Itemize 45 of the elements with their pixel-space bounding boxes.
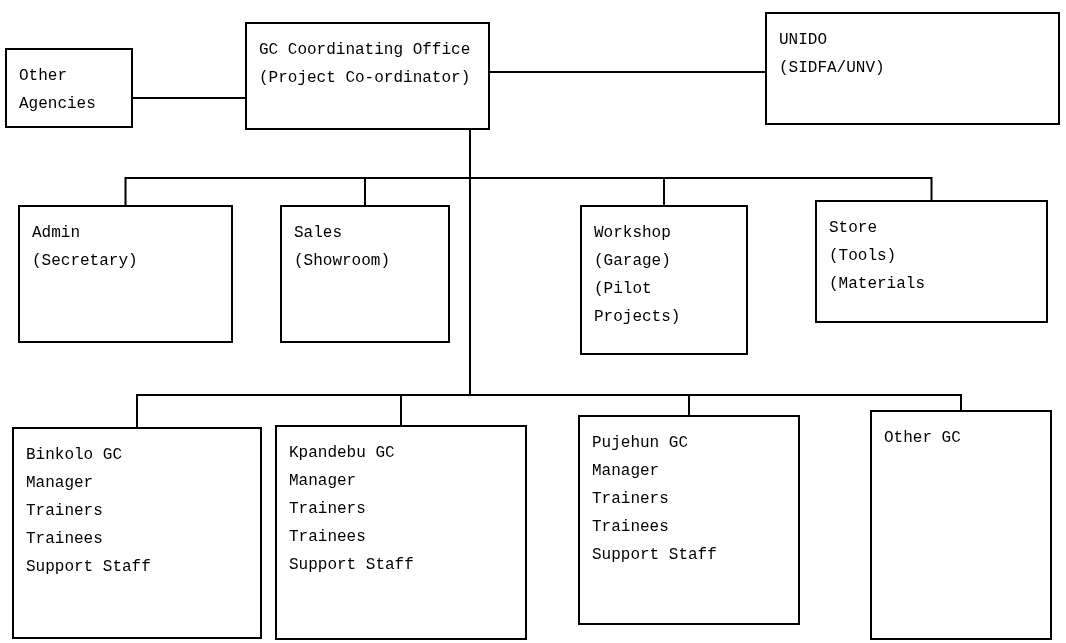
connector-line <box>489 71 766 73</box>
box-text: Kpandebu GC <box>289 443 396 464</box>
box-text: Workshop <box>594 223 672 244</box>
box-text: (Pilot Projects) <box>594 279 682 328</box>
box-text: Admin <box>32 223 81 244</box>
box-text: Trainees <box>592 517 670 538</box>
box-text: Support Staff <box>592 545 718 566</box>
box-text: (Showroom) <box>294 251 391 272</box>
box-text: Binkolo GC <box>26 445 123 466</box>
box-text: (Tools) <box>829 246 898 267</box>
box-text: Other <box>19 66 68 87</box>
org-box <box>280 205 450 343</box>
box-text: Other GC <box>884 428 962 449</box>
box-text: Trainers <box>592 489 670 510</box>
box-text: (Project Co-ordinator) <box>259 68 472 89</box>
box-text: Trainees <box>289 527 367 548</box>
box-text: Manager <box>26 473 95 494</box>
org-box <box>245 22 490 130</box>
box-text: (SIDFA/UNV) <box>779 58 886 79</box>
box-text: (Secretary) <box>32 251 139 272</box>
box-text: Trainers <box>289 499 367 520</box>
box-text: UNIDO <box>779 30 828 51</box>
box-text: Store <box>829 218 878 239</box>
box-text: Trainers <box>26 501 104 522</box>
box-text: Manager <box>592 461 661 482</box>
org-box <box>275 425 527 640</box>
box-text: Manager <box>289 471 358 492</box>
connector-line <box>132 97 246 99</box>
org-box <box>815 200 1048 323</box>
box-text: (Garage) <box>594 251 672 272</box>
org-box <box>578 415 800 625</box>
org-box <box>765 12 1060 125</box>
org-box <box>18 205 233 343</box>
box-text: Trainees <box>26 529 104 550</box>
org-box <box>12 427 262 639</box>
box-text: (Materials <box>829 274 926 295</box>
box-text: Support Staff <box>289 555 415 576</box>
box-text: Support Staff <box>26 557 152 578</box>
box-text: Sales <box>294 223 343 244</box>
org-box <box>5 48 133 128</box>
box-text: GC Coordinating Office <box>259 40 472 61</box>
org-box <box>580 205 748 355</box>
org-box <box>870 410 1052 640</box>
box-text: Pujehun GC <box>592 433 689 454</box>
box-text: Agencies <box>19 94 97 115</box>
